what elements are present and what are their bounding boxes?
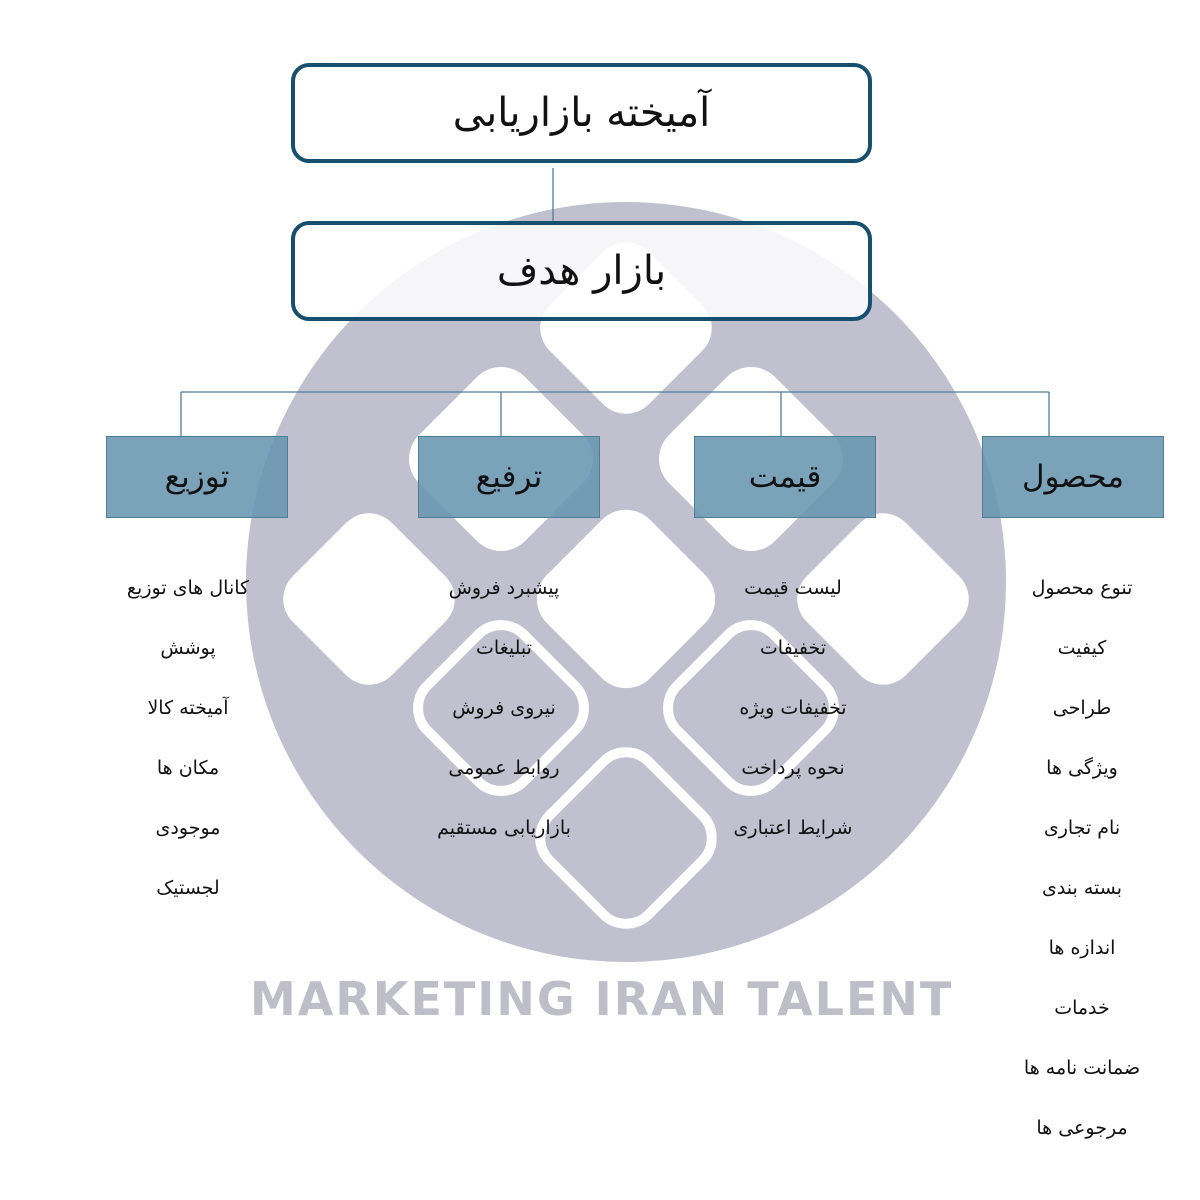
list-item: بسته بندی — [1041, 877, 1123, 899]
promotion-items-list: پیشبرد فروش تبلیغات نیروی فروش روابط عمو… — [384, 566, 624, 866]
category-place-title: توزیع — [164, 459, 230, 495]
list-item: بازاریابی مستقیم — [437, 817, 571, 839]
list-item: موجودی — [155, 817, 221, 839]
list-item: تبلیغات — [476, 637, 532, 659]
list-item: نام تجاری — [1043, 817, 1121, 839]
category-product-box: محصول — [982, 436, 1164, 518]
list-item: لیست قیمت — [744, 577, 842, 599]
list-item: کانال های توزیع — [126, 577, 250, 599]
list-item: کیفیت — [1057, 637, 1107, 659]
list-item: اندازه ها — [1048, 937, 1116, 959]
list-item: پوشش — [160, 637, 216, 659]
price-items-list: لیست قیمت تخفیفات تخفیفات ویژه نحوه پردا… — [673, 566, 913, 866]
list-item: طراحی — [1052, 697, 1112, 719]
list-item: نیروی فروش — [452, 697, 556, 719]
list-item: شرایط اعتباری — [733, 817, 853, 839]
category-product-title: محصول — [1021, 459, 1125, 495]
target-market-title: بازار هدف — [496, 248, 667, 294]
category-promotion-box: ترفیع — [418, 436, 600, 518]
list-item: تنوع محصول — [1031, 577, 1133, 599]
list-item: ویژگی ها — [1046, 757, 1118, 779]
list-item: ضمانت نامه ها — [1023, 1057, 1141, 1079]
list-item: مکان ها — [156, 757, 220, 779]
list-item: خدمات — [1054, 997, 1110, 1019]
target-market-box: بازار هدف — [291, 221, 872, 321]
list-item: روابط عمومی — [448, 757, 560, 779]
watermark-text: MARKETING IRAN TALENT — [250, 972, 954, 1026]
marketing-mix-title: آمیخته بازاریابی — [452, 90, 711, 136]
list-item: مرجوعی ها — [1036, 1117, 1128, 1139]
product-items-list: تنوع محصول کیفیت طراحی ویژگی ها نام تجار… — [962, 566, 1200, 1166]
list-item: تخفیفات ویژه — [739, 697, 847, 719]
marketing-mix-box: آمیخته بازاریابی — [291, 63, 872, 163]
place-items-list: کانال های توزیع پوشش آمیخته کالا مکان ها… — [68, 566, 308, 926]
list-item: پیشبرد فروش — [448, 577, 560, 599]
category-price-box: قیمت — [694, 436, 876, 518]
category-price-title: قیمت — [748, 459, 822, 495]
category-place-box: توزیع — [106, 436, 288, 518]
list-item: تخفیفات — [759, 637, 827, 659]
category-promotion-title: ترفیع — [475, 459, 543, 495]
list-item: آمیخته کالا — [147, 697, 229, 719]
list-item: لجستیک — [156, 877, 220, 899]
list-item: نحوه پرداخت — [741, 757, 845, 779]
